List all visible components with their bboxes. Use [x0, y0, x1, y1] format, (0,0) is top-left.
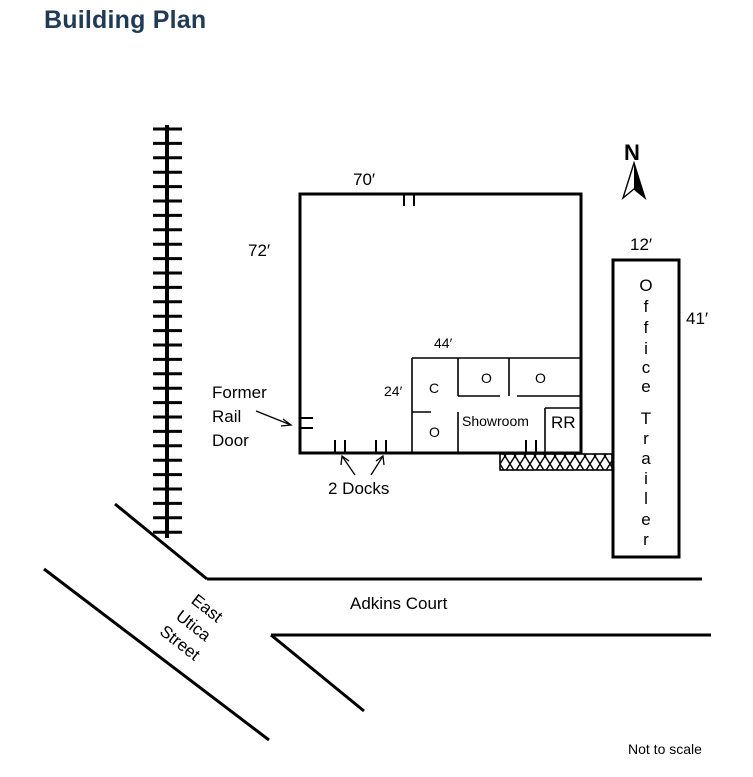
office-trailer-label: O f f i c e T r a i l e r	[639, 276, 652, 549]
svg-text:e: e	[641, 377, 650, 396]
svg-text:f: f	[644, 297, 649, 316]
docks-label: 2 Docks	[328, 479, 389, 498]
dim-office-width: 44′	[434, 335, 453, 351]
covered-walkway	[499, 453, 613, 471]
north-door-marker	[403, 194, 415, 206]
office-area-walls	[411, 357, 581, 453]
svg-text:f: f	[644, 318, 649, 337]
former-rail-door-marker	[300, 417, 313, 429]
rail-door-arrow	[255, 410, 293, 427]
svg-text:i: i	[644, 469, 648, 488]
not-to-scale-note: Not to scale	[628, 741, 702, 757]
page-title: Building Plan	[44, 6, 207, 34]
dock-arrows	[340, 454, 385, 476]
dim-office-depth: 24′	[384, 383, 403, 399]
dim-trailer-length: 41′	[686, 309, 708, 328]
roads	[43, 502, 711, 742]
north-arrow-icon	[621, 160, 647, 201]
svg-text:r: r	[643, 530, 649, 549]
svg-text:c: c	[642, 358, 651, 377]
rail-door-label-line3: Door	[212, 431, 249, 450]
restroom-label: RR	[551, 413, 576, 432]
main-building-outline	[298, 192, 583, 455]
east-utica-street-label: East Utica Street	[156, 590, 226, 664]
adkins-court-label: Adkins Court	[350, 594, 448, 613]
north-label: N	[624, 140, 640, 165]
room-o-label-2: O	[535, 370, 546, 386]
svg-text:a: a	[641, 449, 651, 468]
svg-text:i: i	[644, 339, 648, 358]
dim-width-main: 70′	[353, 170, 375, 189]
svg-text:r: r	[643, 429, 649, 448]
room-c-label: C	[429, 380, 439, 396]
rail-door-label-line1: Former	[212, 383, 267, 402]
room-o-label-1: O	[481, 370, 492, 386]
dim-trailer-width: 12′	[630, 235, 652, 254]
showroom-label: Showroom	[462, 413, 529, 429]
railroad-track	[153, 125, 182, 538]
rail-door-label-line2: Rail	[212, 407, 241, 426]
svg-text:l: l	[644, 489, 648, 508]
room-o-label-3: O	[429, 424, 440, 440]
svg-text:T: T	[641, 409, 651, 428]
svg-text:O: O	[639, 276, 652, 295]
office-trailer-outline	[611, 258, 681, 559]
dock-markers	[334, 440, 537, 453]
svg-text:e: e	[641, 510, 650, 529]
dim-depth-main: 72′	[248, 241, 270, 260]
